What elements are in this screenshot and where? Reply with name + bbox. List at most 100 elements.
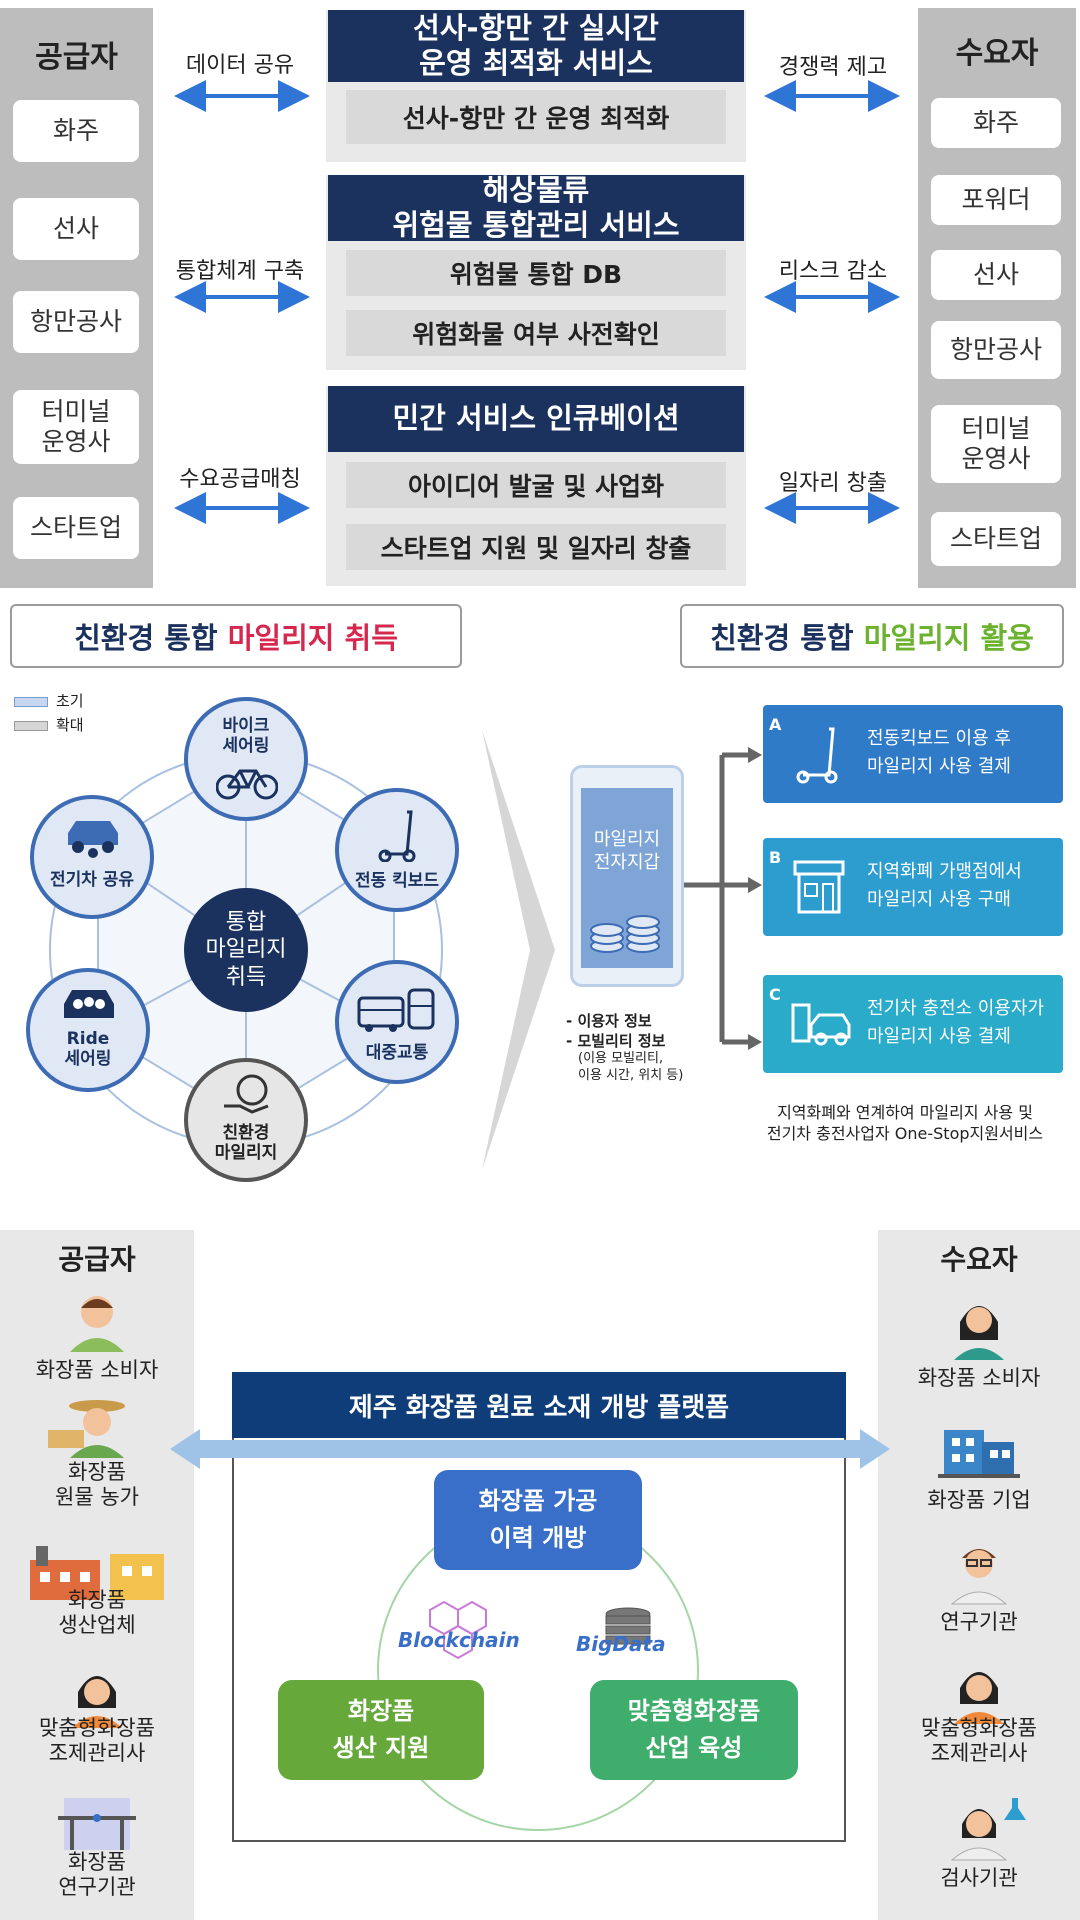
panel-item: 스타트업 지원 및 일자리 창출 bbox=[346, 524, 726, 570]
use-box-a: A 전동킥보드 이용 후 마일리지 사용 결제 bbox=[763, 705, 1063, 803]
section1-arrows bbox=[174, 80, 900, 524]
bigdata-label: BigData bbox=[576, 1632, 666, 1656]
supply-item: 터미널 운영사 bbox=[13, 390, 139, 464]
demand-item: 연구기관 bbox=[940, 1610, 1018, 1634]
acquire-title-highlight: 마일리지 취득 bbox=[227, 621, 398, 655]
supply-item: 화장품 생산업체 bbox=[58, 1588, 136, 1638]
blockchain-icon bbox=[429, 1600, 487, 1660]
use-box-c: C 전기차 충전소 이용자가 마일리지 사용 결제 bbox=[763, 975, 1063, 1073]
footer-line: 전기차 충전사업자 One-Stop지원서비스 bbox=[766, 1123, 1044, 1143]
woman-icon bbox=[954, 1306, 1004, 1360]
coins-icon bbox=[590, 915, 660, 953]
node-label: 전동 킥보드 bbox=[354, 871, 440, 891]
use-letter: C bbox=[769, 985, 781, 1004]
use-text: 전기차 충전소 이용자가 마일리지 사용 결제 bbox=[867, 998, 1045, 1047]
demand-item: 검사기관 bbox=[940, 1866, 1018, 1890]
demand-item: 선사 bbox=[931, 250, 1061, 300]
node-kickboard: 전동 킥보드 bbox=[335, 788, 459, 912]
panel-item: 선사-항만 간 운영 최적화 bbox=[346, 90, 726, 144]
demand-item: 화주 bbox=[931, 98, 1061, 148]
acquire-title-prefix: 친환경 통합 bbox=[74, 621, 218, 655]
center-mileage: 통합 마일리지 취득 bbox=[184, 888, 308, 1012]
node-label: Ride 세어링 bbox=[64, 1029, 112, 1069]
footer-line: 지역화폐와 연계하여 마일리지 사용 및 bbox=[777, 1103, 1033, 1122]
use-text: 전동킥보드 이용 후 마일리지 사용 결제 bbox=[867, 728, 1011, 777]
node-label: 친환경 마일리지 bbox=[214, 1123, 278, 1163]
researcher-icon bbox=[950, 1549, 1008, 1605]
demand-item: 항만공사 bbox=[931, 321, 1061, 379]
database-icon bbox=[605, 1607, 651, 1645]
arrow-label: 통합체계 구축 bbox=[175, 259, 305, 284]
arrow-label: 수요공급매칭 bbox=[179, 467, 301, 492]
acquire-title: 친환경 통합 마일리지 취득 bbox=[10, 604, 462, 668]
hub-production-support: 화장품 생산 지원 bbox=[278, 1680, 484, 1780]
node-label: 대중교통 bbox=[365, 1043, 429, 1063]
woman-icon bbox=[72, 1676, 122, 1728]
supply-item: 스타트업 bbox=[13, 497, 139, 559]
supply-item: 화장품 원물 농가 bbox=[55, 1460, 139, 1510]
demand-item: 맞춤형화장품 조제관리사 bbox=[921, 1716, 1037, 1766]
building-icon bbox=[938, 1430, 1020, 1478]
use-letter: B bbox=[769, 848, 782, 867]
phone-wallet: 마일리지 전자지갑 bbox=[570, 765, 684, 987]
platform-title: 제주 화장품 원료 소재 개방 플랫폼 bbox=[232, 1372, 846, 1438]
node-bike: 바이크 세어링 bbox=[184, 697, 308, 821]
node-ev-sharing: 전기차 공유 bbox=[30, 795, 154, 919]
factory-icon bbox=[30, 1546, 164, 1600]
node-label: 전기차 공유 bbox=[49, 870, 135, 890]
use-footer: 지역화폐와 연계하여 마일리지 사용 및 전기차 충전사업자 One-Stop지… bbox=[740, 1103, 1070, 1145]
node-ride-sharing: Ride 세어링 bbox=[26, 968, 150, 1092]
arrow-label: 리스크 감소 bbox=[778, 259, 888, 284]
supply-item: 화장품 연구기관 bbox=[58, 1850, 136, 1900]
info-line: - 이용자 정보 bbox=[566, 1012, 652, 1030]
arrow-label: 데이터 공유 bbox=[185, 53, 295, 78]
node-eco-mileage: 친환경 마일리지 bbox=[184, 1058, 308, 1182]
ev-charger-icon bbox=[791, 1003, 851, 1046]
eco-hand-icon bbox=[224, 1074, 269, 1114]
bus-train-icon bbox=[357, 988, 435, 1032]
panel-item: 위험물 통합 DB bbox=[346, 250, 726, 296]
legend-swatch-expanded bbox=[14, 721, 48, 731]
panel-item: 아이디어 발굴 및 사업화 bbox=[346, 462, 726, 508]
demand-item: 포워더 bbox=[931, 175, 1061, 225]
car-people-icon bbox=[64, 990, 114, 1018]
use-box-b: B 지역화폐 가맹점에서 마일리지 사용 구매 bbox=[763, 838, 1063, 936]
supply-item: 항만공사 bbox=[13, 291, 139, 353]
lab-icon bbox=[58, 1798, 136, 1850]
demand-item: 화장품 기업 bbox=[927, 1488, 1031, 1512]
arrow-label: 일자리 창출 bbox=[778, 471, 888, 496]
branch-connector bbox=[684, 747, 762, 1050]
demand-item: 화장품 소비자 bbox=[917, 1366, 1041, 1390]
bicycle-icon bbox=[216, 769, 278, 800]
blockchain-label: Blockchain bbox=[398, 1628, 520, 1652]
node-public-transit: 대중교통 bbox=[335, 960, 459, 1084]
info-line: (이용 모빌리티, bbox=[578, 1051, 664, 1066]
use-letter: A bbox=[769, 715, 782, 734]
use-title: 친환경 통합 마일리지 활용 bbox=[680, 604, 1064, 668]
info-line: 이용 시간, 위치 등) bbox=[578, 1067, 684, 1083]
panel-title: 선사-항만 간 실시간 운영 최적화 서비스 bbox=[328, 10, 744, 82]
panel-title: 해상물류 위험물 통합관리 서비스 bbox=[328, 173, 744, 242]
demand-item: 스타트업 bbox=[931, 512, 1061, 566]
supply-header: 공급자 bbox=[58, 1243, 136, 1276]
farmer-icon bbox=[48, 1400, 125, 1458]
legend-label: 초기 bbox=[56, 692, 84, 710]
panel-item: 위험화물 여부 사전확인 bbox=[346, 310, 726, 356]
hub-custom-industry: 맞춤형화장품 산업 육성 bbox=[590, 1680, 798, 1780]
supply-icons bbox=[30, 1296, 164, 1850]
kickboard-icon bbox=[378, 810, 416, 862]
ev-share-icon bbox=[68, 821, 118, 858]
info-line: - 모빌리티 정보 bbox=[566, 1031, 666, 1050]
demand-header: 수요자 bbox=[940, 1243, 1018, 1276]
supply-item: 화주 bbox=[13, 100, 139, 162]
scientist-icon bbox=[950, 1798, 1026, 1861]
woman-icon bbox=[954, 1672, 1004, 1724]
node-label: 바이크 세어링 bbox=[222, 716, 270, 756]
use-title-highlight: 마일리지 활용 bbox=[863, 621, 1034, 655]
panel-title: 민간 서비스 인큐베이션 bbox=[328, 386, 744, 452]
demand-header: 수요자 bbox=[955, 36, 1039, 71]
user-info: - 이용자 정보 - 모빌리티 정보 (이용 모빌리티, 이용 시간, 위치 등… bbox=[566, 1012, 736, 1085]
person-icon bbox=[70, 1296, 124, 1352]
kickboard-icon bbox=[796, 727, 838, 784]
legend-label: 확대 bbox=[56, 716, 84, 734]
